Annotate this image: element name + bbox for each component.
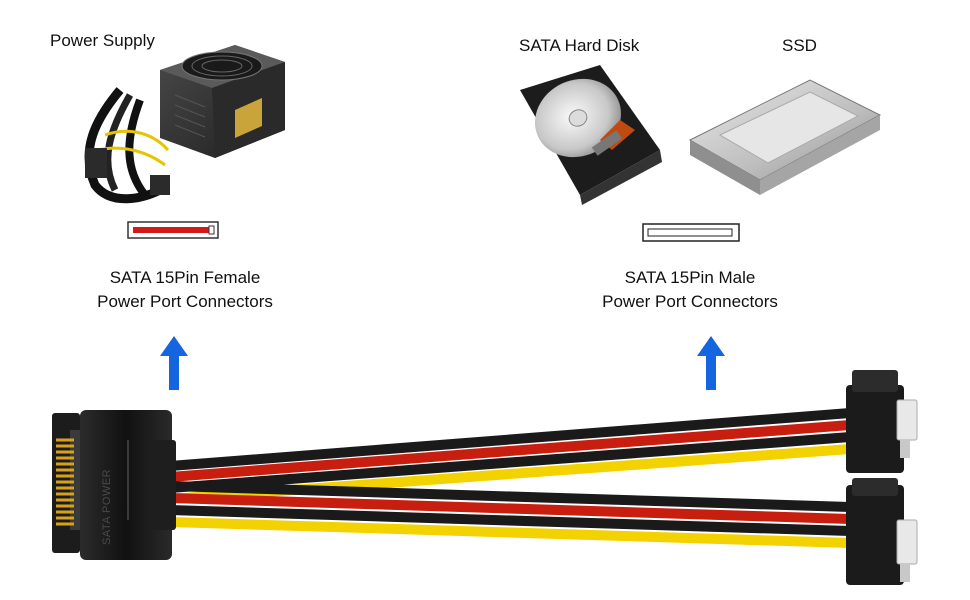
hard-disk-image xyxy=(520,65,662,205)
power-supply-image xyxy=(84,45,285,204)
cable-wires xyxy=(169,408,851,548)
female-caption: SATA 15Pin Female Power Port Connectors xyxy=(70,266,300,314)
female-connector-top xyxy=(846,370,918,473)
sata-male-plug: SATA POWER xyxy=(52,410,176,560)
power-supply-label: Power Supply xyxy=(50,31,155,50)
ssd-label: SSD xyxy=(782,36,817,55)
up-arrow-right xyxy=(697,336,725,390)
female-caption-line2: Power Port Connectors xyxy=(97,292,273,311)
up-arrow-left xyxy=(160,336,188,390)
male-port-icon xyxy=(642,223,740,242)
female-connector-bottom xyxy=(846,478,918,585)
connector-embossed-text: SATA POWER xyxy=(101,469,113,545)
male-caption-line1: SATA 15Pin Male xyxy=(624,268,756,287)
male-caption: SATA 15Pin Male Power Port Connectors xyxy=(575,266,805,314)
female-caption-line1: SATA 15Pin Female xyxy=(109,268,261,287)
female-port-icon xyxy=(127,221,219,239)
male-caption-line2: Power Port Connectors xyxy=(602,292,778,311)
ssd-image xyxy=(688,79,882,195)
hard-disk-label: SATA Hard Disk xyxy=(519,36,640,55)
